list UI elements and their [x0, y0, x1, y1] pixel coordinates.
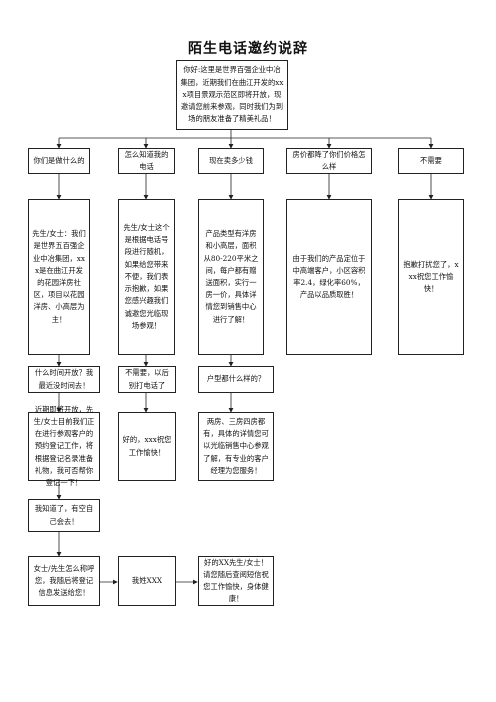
how-call-box: 女士/先生怎么称呼您，我随后将登记信息发送给您！	[28, 556, 100, 606]
question-text-5: 不需要	[420, 155, 442, 165]
layout-question-text: 户型都什么样的？	[206, 374, 266, 384]
answer-box-4: 由于我们的产品定位于中高端客户，小区容积率2.4，绿化率60%，产品以品质取胜！	[286, 199, 372, 355]
answer-box-3: 产品类型有洋房和小高层，面积从80-220平米之间，每户都有赠送面积，实行一房一…	[198, 199, 264, 355]
sms-box: 好的XX先生/女士！请您随后查阅短信祝您工作愉快，身体健康！	[198, 556, 274, 606]
when-open-box: 什么时间开放？我最近没时间去！	[28, 366, 100, 393]
question-text-2: 怎么知道我的电话	[124, 149, 169, 171]
layout-question-box: 户型都什么样的？	[198, 366, 274, 393]
answer-text-5: 抱歉打扰您了，xxx祝您工作愉快！	[403, 259, 459, 294]
open-soon-text: 近期即将开放，先生/女士目前我们正在进行参观客户的预约登记工作，将根据登记名录准…	[33, 404, 95, 488]
will-go-text: 我知道了，有空自己会去！	[34, 504, 94, 526]
surname-box: 我姓XXX	[118, 556, 176, 606]
open-soon-box: 近期即将开放，先生/女士目前我们正在进行参观客户的预约登记工作，将根据登记名录准…	[28, 405, 100, 487]
answer-text-3: 产品类型有洋房和小高层，面积从80-220平米之间，每户都有赠送面积，实行一房一…	[203, 229, 259, 324]
answer-text-2: 先生/女士这个是根据电话号段进行随机，如果给您带来不便，我们表示抱歉，如果您感兴…	[123, 223, 170, 330]
question-box-1: 你们是做什么的	[28, 148, 90, 174]
question-box-5: 不需要	[398, 148, 464, 174]
surname-text: 我姓XXX	[131, 575, 163, 585]
question-text-1: 你们是做什么的	[33, 155, 85, 165]
layout-answer-text: 两房、三房四房都有，具体的详情您可以光临销售中心参观了解，有专业的客户经理为您服…	[203, 416, 269, 475]
intro-text: 你好:这里是世界百强企业中冶集团，近期我们在曲江开发的xxx项目景观示范区即将开…	[180, 65, 284, 124]
answer-box-5: 抱歉打扰您了，xxx祝您工作愉快！	[398, 199, 464, 355]
how-call-text: 女士/先生怎么称呼您，我随后将登记信息发送给您！	[33, 563, 95, 598]
question-box-3: 现在卖多少钱	[198, 148, 264, 174]
question-box-2: 怎么知道我的电话	[118, 148, 175, 174]
answer-text-1: 先生/女士：我们是世界五百强企业中冶集团，xxx是在曲江开发的花园洋房社区，项目…	[32, 229, 86, 324]
goodbye-box: 好的，xxx祝您工作愉快！	[118, 412, 176, 481]
answer-text-4: 由于我们的产品定位于中高端客户，小区容积率2.4，绿化率60%，产品以品质取胜！	[292, 253, 366, 300]
will-go-box: 我知道了，有空自己会去！	[28, 499, 100, 532]
page-title: 陌生电话邀约说辞	[188, 41, 308, 57]
no-need-box: 不需要，以后别打电话了	[118, 366, 176, 393]
sms-text: 好的XX先生/女士！请您随后查阅短信祝您工作愉快，身体健康！	[203, 557, 269, 604]
goodbye-text: 好的，xxx祝您工作愉快！	[122, 435, 172, 457]
intro-box: 你好:这里是世界百强企业中冶集团，近期我们在曲江开发的xxx项目景观示范区即将开…	[176, 60, 288, 130]
question-box-4: 房价都降了你们价格怎么样	[286, 148, 372, 174]
when-open-text: 什么时间开放？我最近没时间去！	[34, 368, 94, 390]
question-text-3: 现在卖多少钱	[209, 155, 253, 165]
answer-box-1: 先生/女士：我们是世界五百强企业中冶集团，xxx是在曲江开发的花园洋房社区，项目…	[28, 199, 90, 355]
no-need-text: 不需要，以后别打电话了	[125, 368, 169, 390]
answer-box-2: 先生/女士这个是根据电话号段进行随机，如果给您带来不便，我们表示抱歉，如果您感兴…	[118, 199, 175, 355]
layout-answer-box: 两房、三房四房都有，具体的详情您可以光临销售中心参观了解，有专业的客户经理为您服…	[198, 412, 274, 481]
question-text-4: 房价都降了你们价格怎么样	[292, 149, 366, 171]
